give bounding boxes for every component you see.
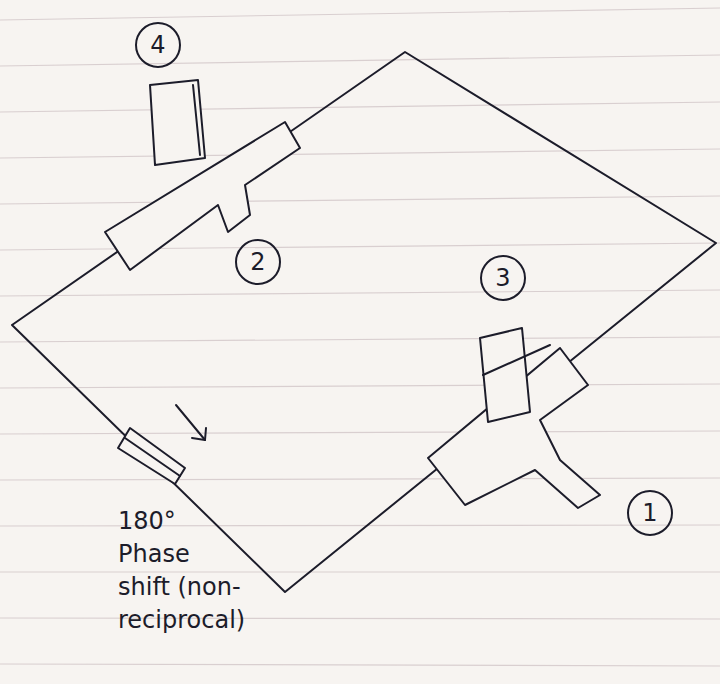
callout-number: 4 (150, 31, 165, 59)
callout-number: 3 (495, 264, 510, 292)
phase-shifter (118, 405, 206, 484)
note-text: 180° Phase shift (non-reciprocal) (118, 505, 245, 637)
port-number-circle: 2 (235, 239, 281, 285)
paper-lines (0, 8, 720, 666)
port-number-circle: 1 (627, 490, 673, 536)
port-number-circle: 4 (135, 22, 181, 68)
loop-diamond (12, 52, 716, 592)
tee-junction (105, 80, 300, 270)
callout-number: 2 (250, 248, 265, 276)
callout-number: 1 (642, 499, 657, 527)
tee-junction (428, 328, 600, 508)
port-number-circle: 3 (480, 255, 526, 301)
